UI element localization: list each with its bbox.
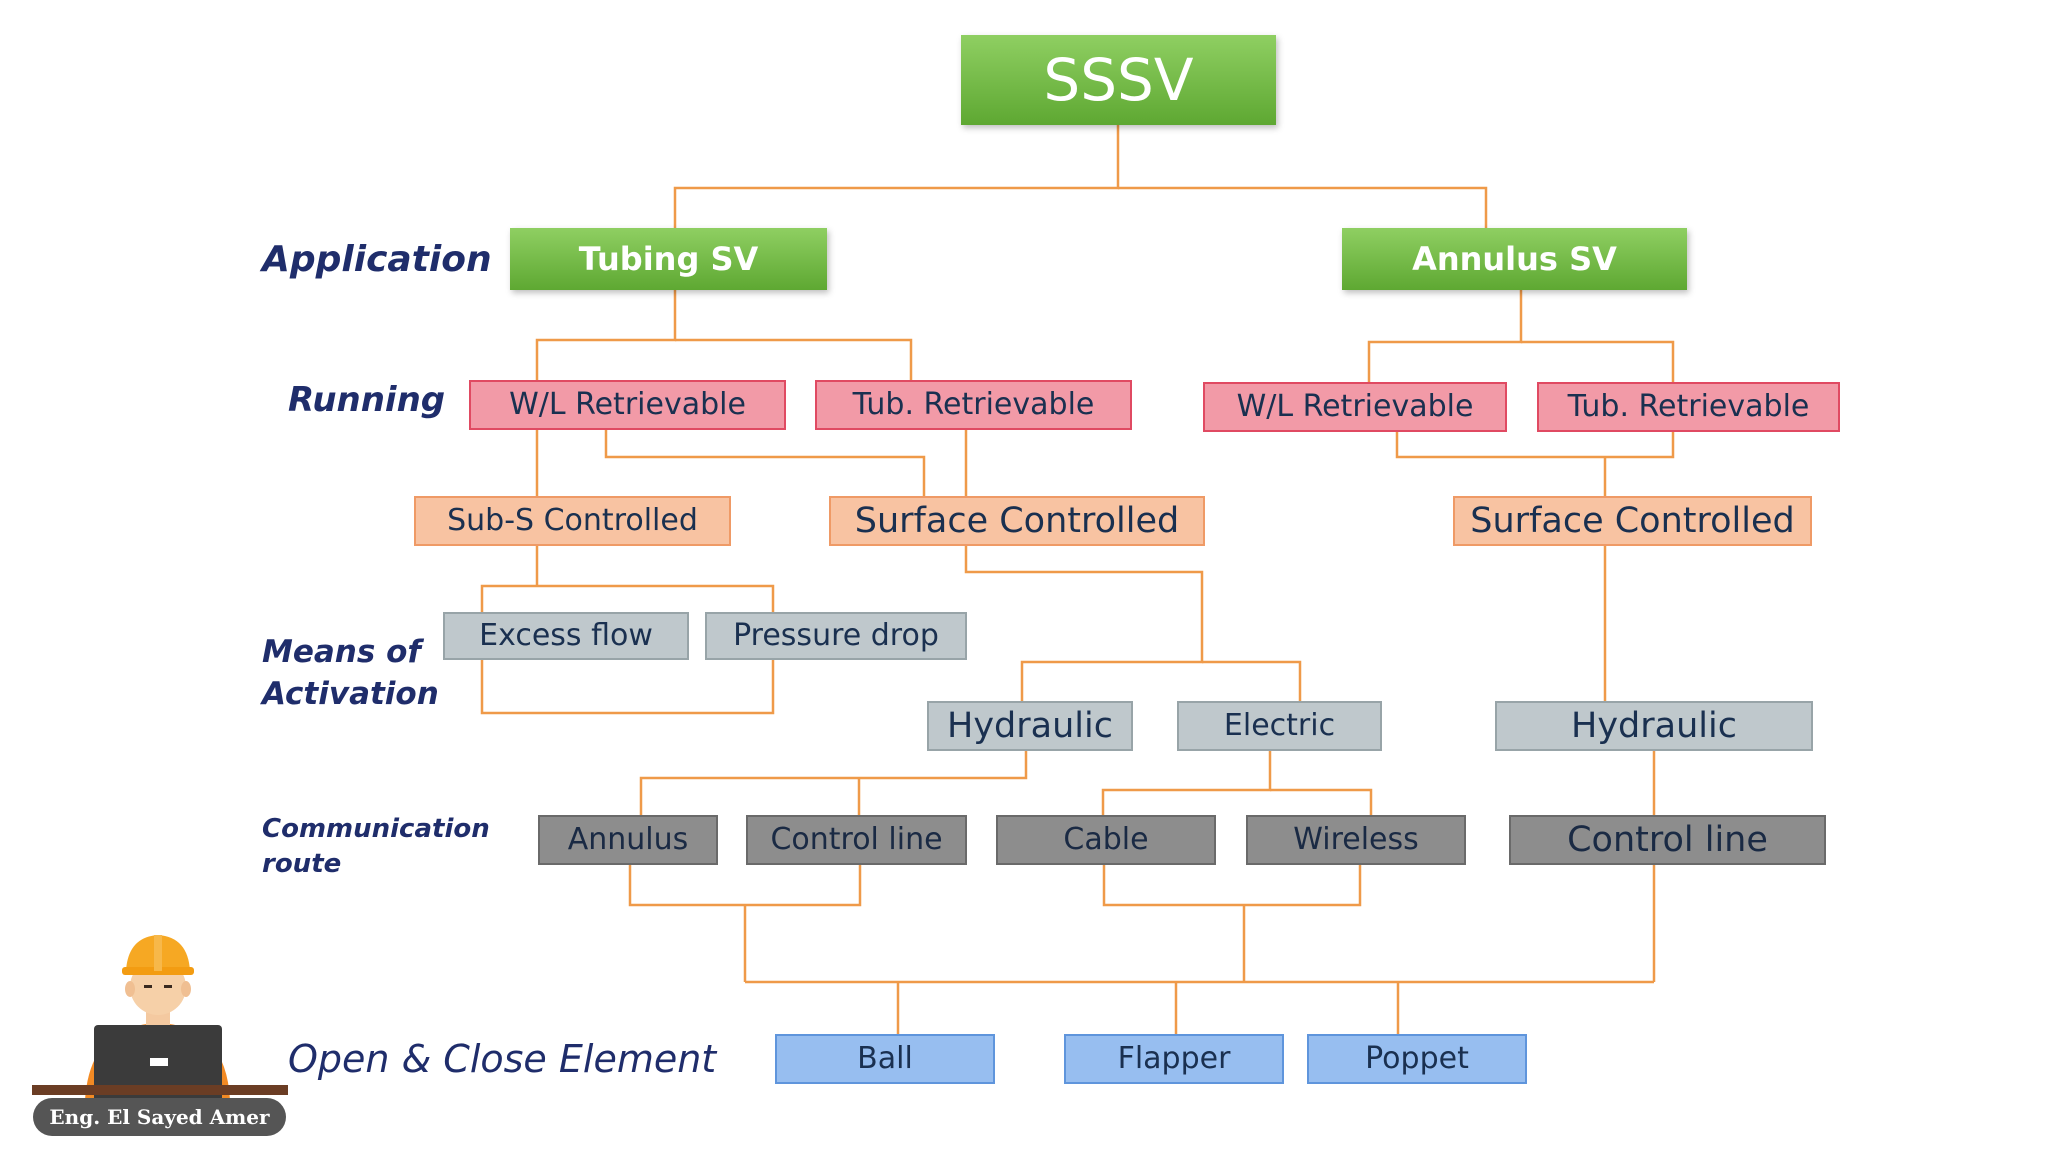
surface-controlled-left-box: Surface Controlled: [829, 496, 1205, 546]
engineer-logo-icon: [32, 935, 288, 1103]
sssv-root-box: SSSV: [961, 35, 1276, 125]
row-label-open-close-element: Open & Close Element: [288, 1037, 717, 1081]
row-label-route-line-1: Communication: [262, 814, 490, 844]
surface-controlled-right-box: Surface Controlled: [1453, 496, 1812, 546]
excess-flow-box: Excess flow: [443, 612, 689, 660]
row-label-running: Running: [288, 380, 446, 420]
control-line-left-box: Control line: [746, 815, 967, 865]
row-label-route-line-2: route: [262, 849, 342, 880]
row-label-activation-line-2: Activation: [262, 675, 439, 712]
author-badge: Eng. El Sayed Amer: [33, 1098, 286, 1136]
poppet-box: Poppet: [1307, 1034, 1527, 1084]
annulus-sv-box: Annulus SV: [1342, 228, 1687, 290]
flapper-box: Flapper: [1064, 1034, 1284, 1084]
wireless-box: Wireless: [1246, 815, 1466, 865]
control-line-right-box: Control line: [1509, 815, 1826, 865]
annulus-route-box: Annulus: [538, 815, 718, 865]
tubing-sv-box: Tubing SV: [510, 228, 827, 290]
ball-box: Ball: [775, 1034, 995, 1084]
hydraulic-right-box: Hydraulic: [1495, 701, 1813, 751]
row-label-means-of-activation: Means of Activation: [262, 632, 439, 716]
tubing-tub-retrievable-box: Tub. Retrievable: [815, 380, 1132, 430]
annulus-wl-retrievable-box: W/L Retrievable: [1203, 382, 1507, 432]
row-label-activation-line-1: Means of: [262, 634, 421, 670]
row-label-communication-route: Communication route: [262, 812, 490, 882]
tubing-wl-retrievable-box: W/L Retrievable: [469, 380, 786, 430]
electric-box: Electric: [1177, 701, 1382, 751]
hydraulic-left-box: Hydraulic: [927, 701, 1133, 751]
cable-box: Cable: [996, 815, 1216, 865]
sub-s-controlled-box: Sub-S Controlled: [414, 496, 731, 546]
row-label-application: Application: [262, 239, 492, 280]
pressure-drop-box: Pressure drop: [705, 612, 967, 660]
annulus-tub-retrievable-box: Tub. Retrievable: [1537, 382, 1840, 432]
